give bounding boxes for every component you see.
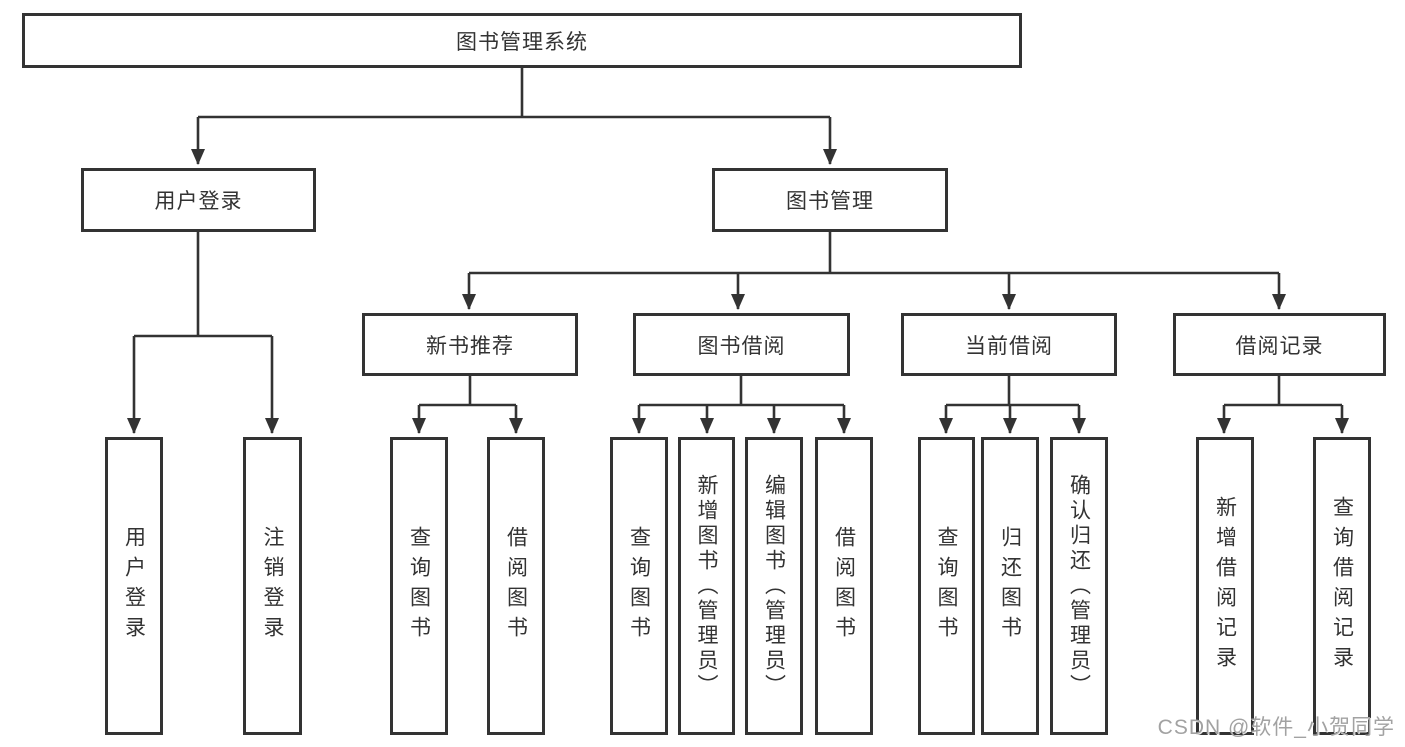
node-book-management: 图书管理 [712, 168, 948, 232]
leaf-borrow-books-recommend: 借阅图书 [487, 437, 545, 735]
leaf-user-login: 用户登录 [105, 437, 163, 735]
leaf-query-borrow-record: 查询借阅记录 [1313, 437, 1371, 735]
leaf-query-books-current: 查询图书 [918, 437, 975, 735]
leaf-borrow-books-borrow: 借阅图书 [815, 437, 873, 735]
leaf-edit-book-admin: 编辑图书（管理员） [745, 437, 803, 735]
node-borrow-records: 借阅记录 [1173, 313, 1386, 376]
leaf-add-book-admin: 新增图书（管理员） [678, 437, 735, 735]
leaf-query-books-recommend: 查询图书 [390, 437, 448, 735]
csdn-watermark: CSDN @软件_小贺同学 [1157, 716, 1395, 739]
leaf-add-borrow-record: 新增借阅记录 [1196, 437, 1254, 735]
leaf-logout: 注销登录 [243, 437, 302, 735]
node-new-book-recommend: 新书推荐 [362, 313, 578, 376]
node-current-borrow: 当前借阅 [901, 313, 1117, 376]
node-user-login: 用户登录 [81, 168, 316, 232]
leaf-confirm-return-admin: 确认归还（管理员） [1050, 437, 1108, 735]
node-library-management-system: 图书管理系统 [22, 13, 1022, 68]
node-book-borrow: 图书借阅 [633, 313, 850, 376]
leaf-return-book: 归还图书 [981, 437, 1039, 735]
leaf-query-books-borrow: 查询图书 [610, 437, 668, 735]
